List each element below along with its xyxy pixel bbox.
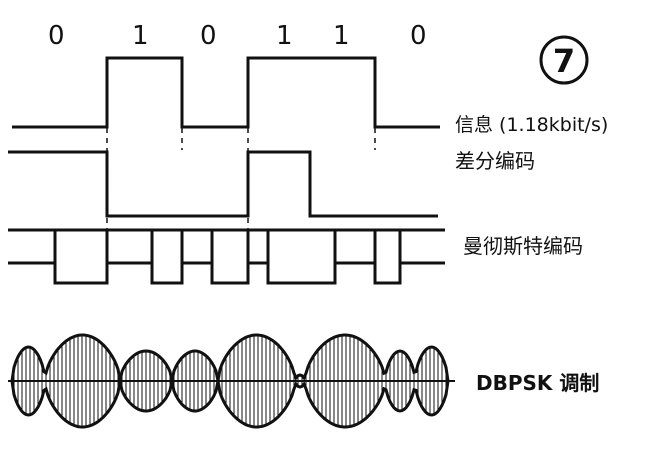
bit-label: 0 [200,21,217,51]
bit-label: 0 [48,21,65,51]
bit-boundary-guides [106,118,376,285]
info-label: 信息 (1.18kbit/s) [455,114,608,136]
differential-waveform [8,150,438,218]
bit-label: 0 [410,21,427,51]
dbpsk-modulated-signal [8,333,455,429]
bit-label: 1 [333,21,350,51]
bit-label: 1 [132,21,149,51]
dbpsk-label: DBPSK 调制 [476,371,599,395]
dbpsk-carrier-hatch [13,335,447,427]
bit-labels: 0 1 0 1 1 0 [48,21,427,51]
figure-badge-number: 7 [553,42,575,80]
manchester-waveform-lower [8,228,445,265]
dbpsk-envelope-upper [10,333,450,382]
info-waveform [12,56,440,129]
figure-badge: 7 [539,35,589,85]
manchester-label: 曼彻斯特编码 [463,234,583,258]
bit-label: 1 [276,21,293,51]
manchester-waveform-upper [8,228,445,285]
differential-label: 差分编码 [455,149,535,173]
dbpsk-envelope-lower [10,380,450,429]
